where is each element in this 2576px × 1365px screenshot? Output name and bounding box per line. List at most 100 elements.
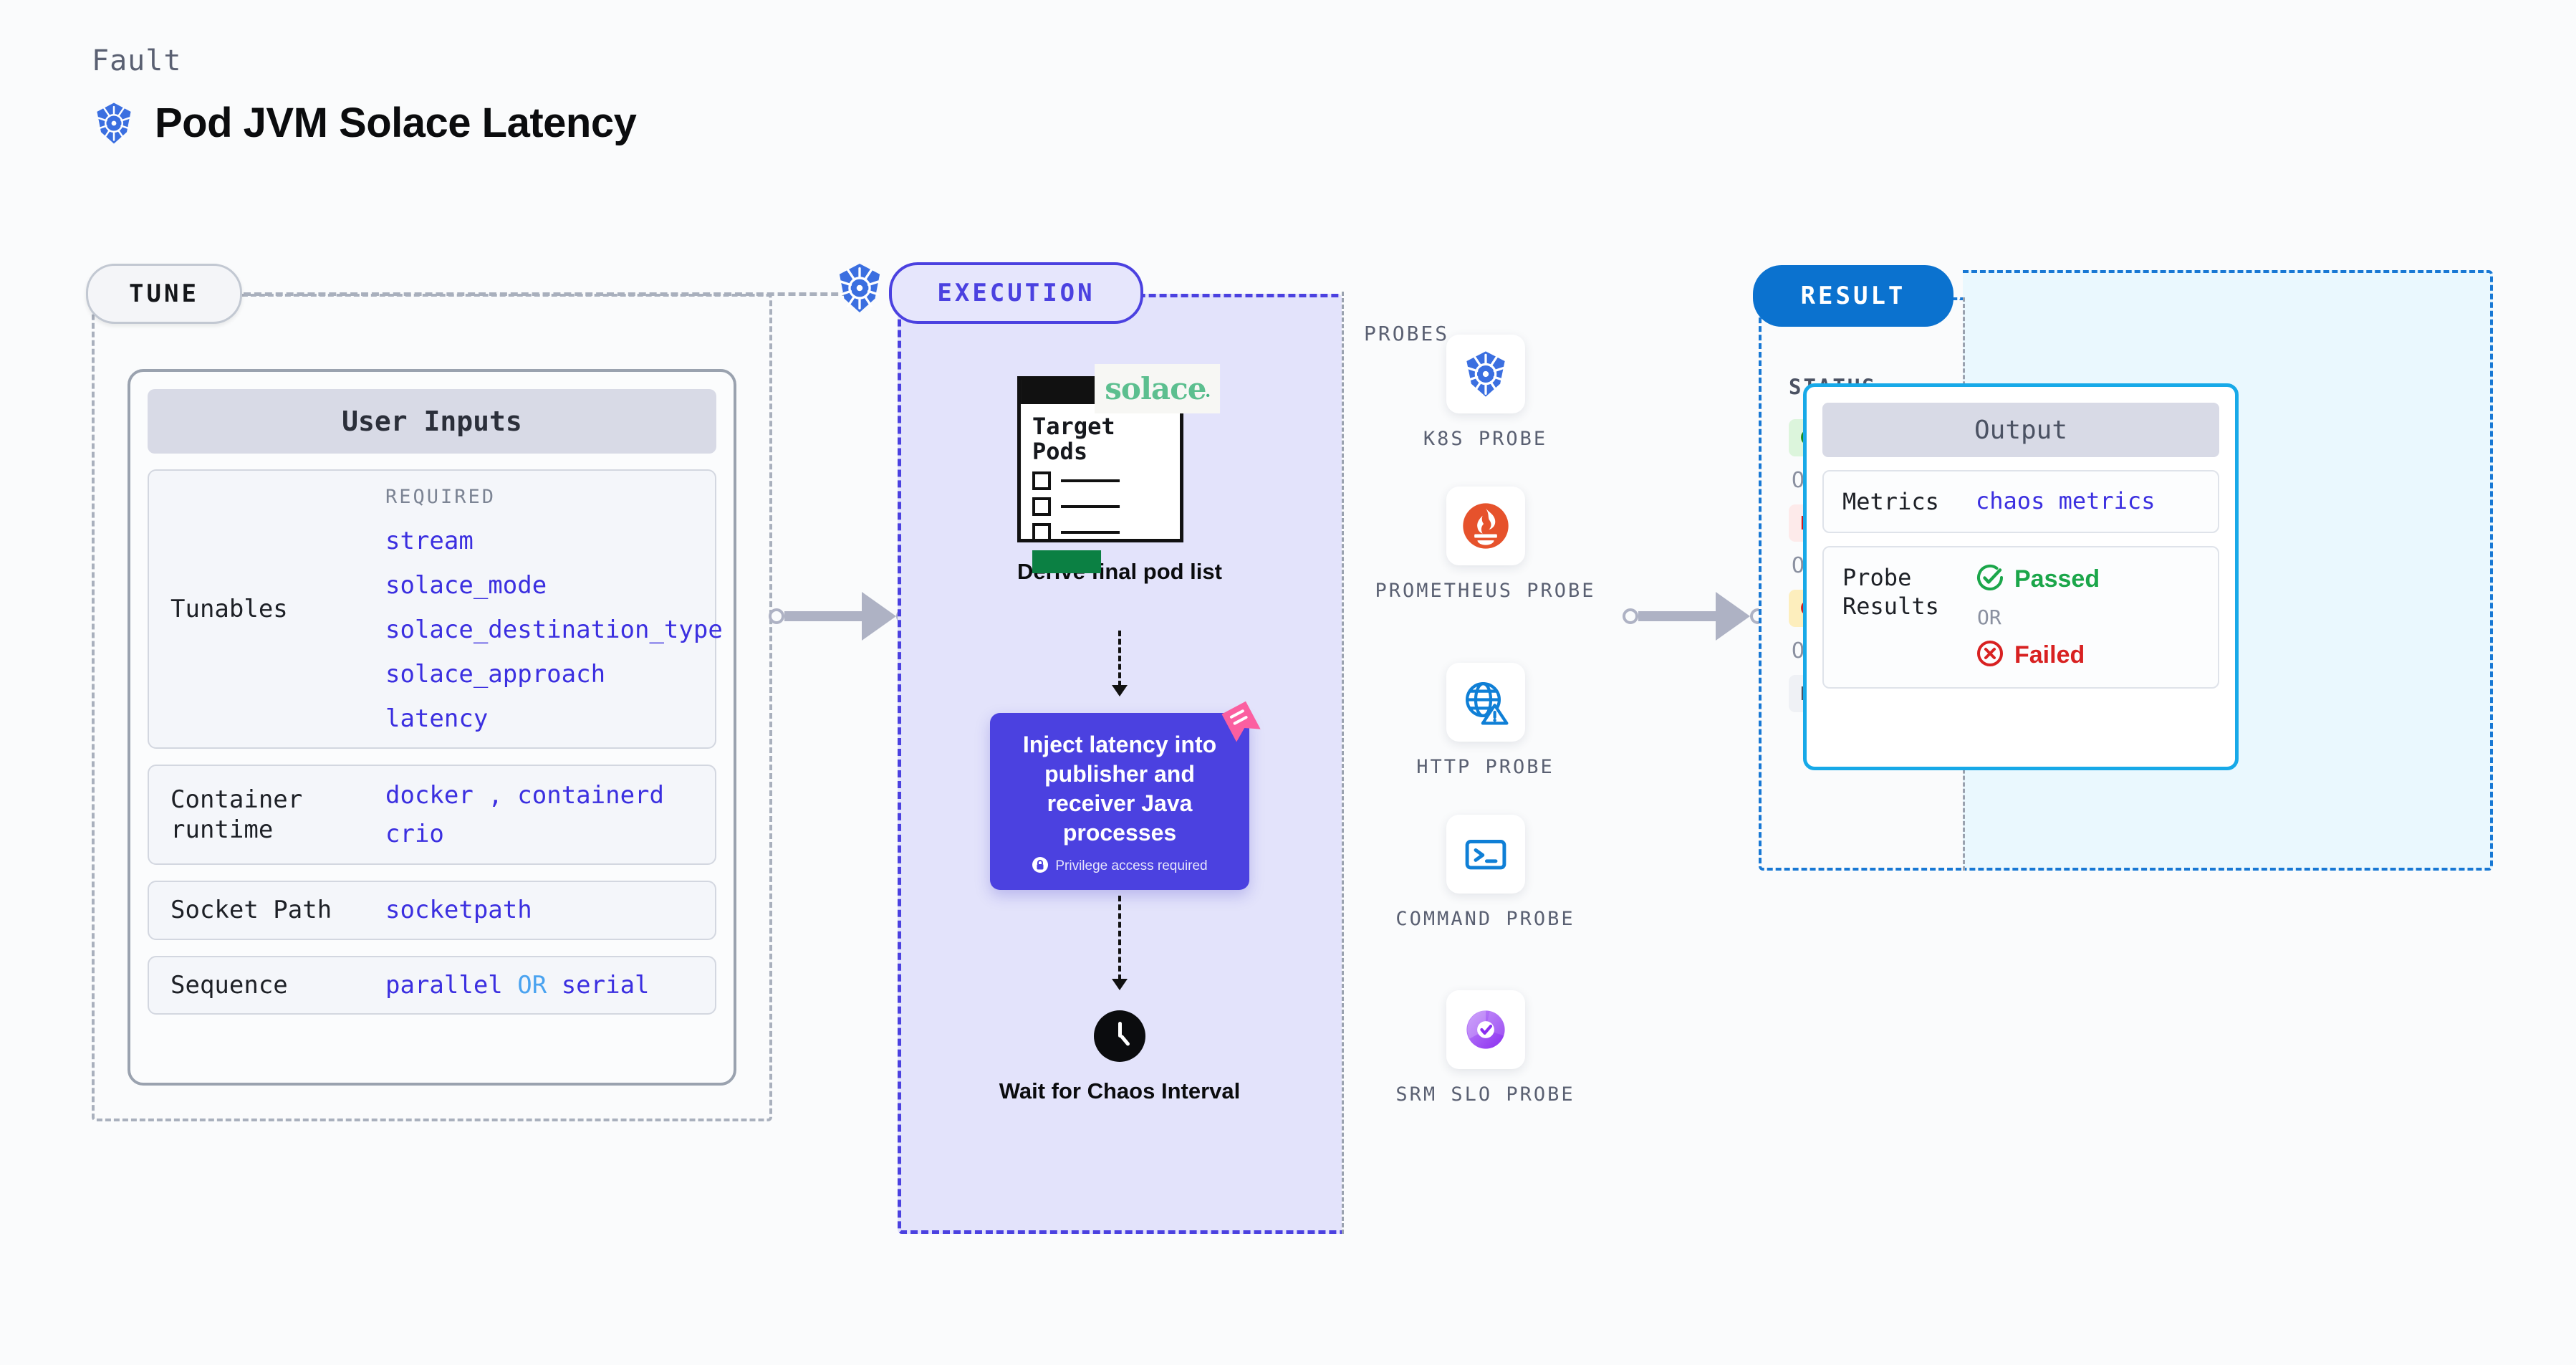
solace-dot-icon: •	[1206, 390, 1211, 402]
tunable-item[interactable]: solace_approach	[385, 659, 606, 689]
list-line	[1061, 505, 1120, 509]
sequence-row: Sequence parallel OR serial	[148, 955, 716, 1015]
probes-subregion: PROBES K8S PROBE	[1342, 292, 1627, 1234]
output-card: Output Metrics chaos metrics Probe Resul…	[1803, 383, 2239, 770]
privilege-note: Privilege access required	[1055, 858, 1208, 874]
probe-label: K8S PROBE	[1423, 428, 1548, 450]
failed-label: Failed	[2014, 641, 2085, 669]
checkbox-icon	[1032, 523, 1052, 542]
connector-execution-to-result	[1623, 592, 1766, 641]
probe-prometheus[interactable]: PROMETHEUS PROBE	[1368, 487, 1604, 604]
derive-pods-step: Target Pods solace• Derive final pod lis…	[1017, 364, 1222, 586]
connector-dot	[769, 608, 784, 624]
passed-label: Passed	[2014, 565, 2100, 593]
metrics-key: Metrics	[1842, 488, 1939, 515]
connector-arrowhead	[862, 592, 896, 641]
probe-label: HTTP PROBE	[1416, 756, 1554, 778]
tunable-item[interactable]: solace_destination_type	[385, 615, 723, 644]
output-title: Output	[1822, 403, 2219, 457]
runtime-value[interactable]: crio	[385, 820, 444, 848]
probe-label: SRM SLO PROBE	[1395, 1083, 1575, 1106]
runtime-value[interactable]: docker	[385, 781, 474, 810]
metrics-row: Metrics chaos metrics	[1822, 470, 2219, 533]
clock-icon	[1094, 1010, 1145, 1062]
tune-region: TUNE User Inputs Tunables REQUIRED strea…	[86, 263, 880, 1121]
list-line	[1061, 531, 1120, 535]
container-runtime-key: Container runtime	[170, 785, 303, 845]
ribbon-badge-icon	[1218, 699, 1265, 746]
value-separator: ,	[488, 781, 503, 810]
probe-k8s[interactable]: K8S PROBE	[1368, 335, 1604, 452]
target-pods-card: Target Pods solace•	[1017, 364, 1221, 574]
sequence-joiner: OR	[517, 970, 547, 1000]
target-pods-title: Target Pods	[1032, 413, 1115, 466]
sequence-value[interactable]: parallel	[385, 970, 503, 1000]
flow-arrow-head	[1112, 979, 1128, 990]
prometheus-icon	[1446, 487, 1525, 565]
green-bar	[1032, 550, 1102, 574]
user-inputs-title: User Inputs	[148, 389, 716, 454]
lock-icon	[1032, 856, 1049, 877]
result-pill[interactable]: RESULT	[1753, 265, 1953, 327]
socket-path-value[interactable]: socketpath	[385, 896, 532, 925]
connector-bar	[784, 611, 863, 621]
connector-dot	[1623, 608, 1638, 624]
tunables-row: Tunables REQUIRED stream solace_mode sol…	[148, 469, 723, 749]
socket-path-row: Socket Path socketpath	[148, 881, 716, 940]
solace-logo: solace•	[1095, 364, 1221, 413]
flow-arrow-line	[1118, 631, 1121, 686]
container-runtime-row: Container runtime docker , containerd cr…	[148, 765, 716, 865]
execution-region: EXECUTION Target Pods solace• Derive fin…	[889, 262, 1627, 1234]
probe-label: PROMETHEUS PROBE	[1375, 580, 1596, 602]
solace-wordmark: solace	[1105, 371, 1206, 406]
inject-latency-text: Inject latency into publisher and receiv…	[1022, 732, 1217, 846]
globe-warning-icon	[1446, 663, 1525, 742]
sequence-value[interactable]: serial	[561, 970, 650, 1000]
checkbox-icon	[1032, 497, 1052, 517]
tunable-item[interactable]: solace_mode	[385, 570, 547, 600]
probe-label: COMMAND PROBE	[1395, 908, 1575, 930]
x-circle-icon	[1976, 639, 2004, 671]
tune-pill[interactable]: TUNE	[86, 264, 242, 324]
probe-results-key: Probe Results	[1842, 564, 1939, 620]
execution-steps-column: Target Pods solace• Derive final pod lis…	[898, 294, 1342, 1234]
runtime-value[interactable]: containerd	[517, 781, 664, 810]
title-row: Pod JVM Solace Latency	[92, 99, 637, 147]
probe-result-failed: Failed	[1976, 639, 2100, 671]
connector-arrowhead	[1716, 592, 1750, 641]
page-header: Fault Pod JVM Solace Latency	[92, 44, 637, 147]
flow-arrow-head	[1112, 685, 1128, 696]
flow-arrow-line	[1118, 896, 1121, 980]
kubernetes-icon	[833, 262, 886, 318]
connector-bar	[1638, 611, 1717, 621]
inject-latency-card[interactable]: Inject latency into publisher and receiv…	[990, 701, 1261, 890]
check-circle-icon	[1976, 563, 2004, 595]
probe-result-passed: Passed	[1976, 563, 2100, 595]
probe-http[interactable]: HTTP PROBE	[1368, 663, 1604, 780]
kubernetes-icon	[92, 101, 136, 145]
tunable-item[interactable]: stream	[385, 526, 474, 555]
eyebrow-label: Fault	[92, 44, 182, 77]
probe-results-row: Probe Results Passed OR	[1822, 546, 2219, 689]
checkbox-icon	[1032, 471, 1052, 491]
socket-path-key: Socket Path	[170, 896, 332, 924]
srm-slo-donut-icon	[1446, 990, 1525, 1069]
page-title: Pod JVM Solace Latency	[155, 100, 637, 146]
probe-srm-slo[interactable]: SRM SLO PROBE	[1368, 990, 1604, 1108]
result-region: RESULT STATUS COMPLETED OR ERRORED OR QU…	[1753, 265, 2493, 871]
tune-dashed-connector	[244, 292, 860, 296]
tunables-key: Tunables	[170, 594, 288, 623]
probes-label: PROBES	[1364, 322, 1450, 345]
probe-result-or: OR	[1977, 605, 2001, 629]
kubernetes-icon	[1446, 335, 1525, 413]
tunable-item[interactable]: latency	[385, 704, 489, 733]
metrics-value[interactable]: chaos metrics	[1976, 487, 2156, 514]
wait-interval-caption: Wait for Chaos Interval	[999, 1078, 1241, 1103]
probe-command[interactable]: COMMAND PROBE	[1368, 815, 1604, 932]
user-inputs-card: User Inputs Tunables REQUIRED stream sol…	[128, 369, 736, 1086]
sequence-key: Sequence	[170, 970, 288, 1000]
list-line	[1061, 479, 1120, 483]
execution-pill[interactable]: EXECUTION	[889, 262, 1143, 324]
connector-tune-to-execution	[769, 592, 912, 641]
wait-interval-step: Wait for Chaos Interval	[976, 1010, 1263, 1106]
